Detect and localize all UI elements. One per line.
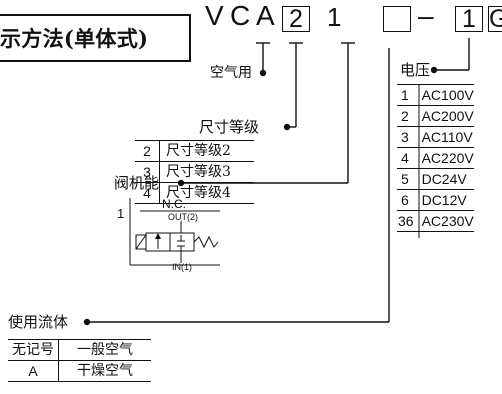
air-dot bbox=[259, 69, 267, 77]
title-box bbox=[0, 14, 191, 62]
table-cell-value: 一般空气 bbox=[58, 339, 151, 361]
size-table: 2 尺寸等级2 3 尺寸等级3 4 尺寸等级4 bbox=[135, 140, 254, 204]
code-box-suffix: G bbox=[488, 6, 502, 32]
valve-function-in-label: IN(1) bbox=[172, 262, 192, 272]
table-cell-key: 4 bbox=[397, 147, 417, 169]
voltage-dot bbox=[430, 66, 438, 74]
code-box-fluid bbox=[383, 6, 411, 32]
valve-function-row-key: 1 bbox=[117, 206, 125, 221]
table-cell-key: 6 bbox=[397, 189, 417, 211]
table-cell-value: AC110V bbox=[416, 126, 474, 148]
valve-function-label: 阀机能 bbox=[114, 174, 160, 192]
table-cell-value: 尺寸等级3 bbox=[159, 161, 254, 183]
table-row: 1 AC100V bbox=[397, 84, 474, 106]
table-cell-key: 4 bbox=[135, 182, 160, 204]
table-cell-value: AC230V bbox=[416, 210, 474, 232]
table-cell-key: 36 bbox=[397, 210, 417, 232]
fluid-table: 无记号 一般空气 A 干燥空气 bbox=[8, 339, 151, 382]
size-label: 尺寸等级 bbox=[199, 118, 260, 136]
table-cell-value: 尺寸等级4 bbox=[159, 182, 254, 204]
table-cell-value: 尺寸等级2 bbox=[159, 140, 254, 162]
table-row: 5 DC24V bbox=[397, 168, 474, 190]
voltage-table: 1 AC100V 2 AC200V 3 AC110V 4 AC220V 5 DC… bbox=[397, 84, 474, 232]
table-cell-key: 5 bbox=[397, 168, 417, 190]
table-row: 3 尺寸等级3 bbox=[135, 161, 254, 183]
table-cell-key: 3 bbox=[397, 126, 417, 148]
table-cell-value: DC24V bbox=[416, 168, 474, 190]
table-row: 3 AC110V bbox=[397, 126, 474, 148]
table-cell-value: AC100V bbox=[416, 84, 474, 106]
code-prefix-a: A bbox=[256, 0, 275, 31]
table-cell-value: DC12V bbox=[416, 189, 474, 211]
valve-function-nc-label: N.C. bbox=[162, 197, 186, 211]
table-row: A 干燥空气 bbox=[8, 360, 151, 382]
table-row: 6 DC12V bbox=[397, 189, 474, 211]
valve-symbol-icon bbox=[135, 221, 219, 263]
table-row: 4 尺寸等级4 bbox=[135, 182, 254, 204]
code-prefix-v: V bbox=[205, 0, 224, 31]
table-cell-key: 2 bbox=[135, 140, 160, 162]
table-cell-key: A bbox=[8, 360, 59, 382]
table-cell-key: 无记号 bbox=[8, 339, 59, 361]
table-cell-key: 3 bbox=[135, 161, 160, 183]
table-cell-value: AC200V bbox=[416, 105, 474, 127]
table-cell-key: 2 bbox=[397, 105, 417, 127]
valve-function-out-label: OUT(2) bbox=[168, 212, 198, 222]
table-cell-key: 1 bbox=[397, 84, 417, 106]
code-box-voltage: 1 bbox=[455, 6, 483, 32]
code-dash: – bbox=[418, 0, 434, 31]
table-row: 无记号 一般空气 bbox=[8, 339, 151, 361]
table-cell-value: AC220V bbox=[416, 147, 474, 169]
air-label: 空气用 bbox=[210, 65, 252, 81]
page-title: 示方法(单体式) bbox=[0, 26, 149, 51]
table-row: 2 AC200V bbox=[397, 105, 474, 127]
code-box-size: 2 bbox=[282, 6, 310, 32]
fluid-dot bbox=[83, 318, 91, 326]
fluid-label: 使用流体 bbox=[8, 313, 69, 331]
table-row: 4 AC220V bbox=[397, 147, 474, 169]
code-valve-function: 1 bbox=[327, 2, 342, 32]
voltage-label: 电压 bbox=[400, 61, 431, 79]
table-row: 36 AC230V bbox=[397, 210, 474, 232]
table-row: 2 尺寸等级2 bbox=[135, 140, 254, 162]
code-prefix-c: C bbox=[230, 0, 251, 31]
table-cell-value: 干燥空气 bbox=[58, 360, 151, 382]
size-dot bbox=[283, 123, 291, 131]
